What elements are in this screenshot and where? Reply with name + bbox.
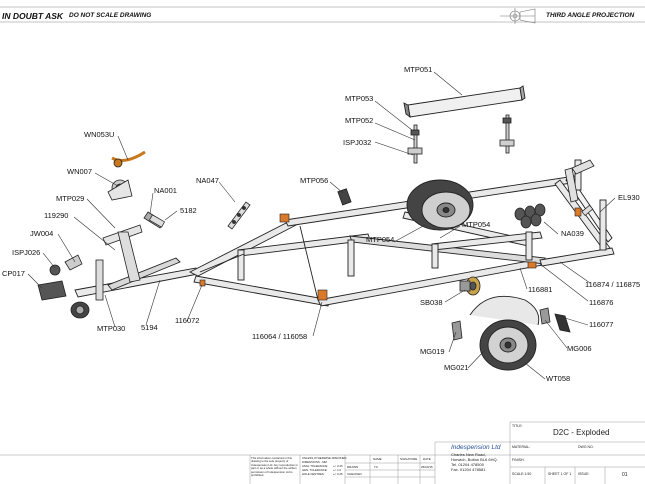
label-ispj026: ISPJ026 [12,248,41,257]
tolerance-line: HOLE CENTRES: [302,472,325,476]
tolerance-values: +/- 0.25 +/- 1.0 +/- 0.25 [333,464,343,476]
marker-lights [199,207,582,301]
side-marker-bar [227,201,251,230]
label-mtp054-b: MTP054 [462,220,491,229]
tolerance-value: +/- 1.0 [333,468,342,472]
label-el930: EL930 [618,193,640,202]
label-na039: NA039 [561,229,584,238]
small-fixings [148,204,594,228]
date-caption: DATE [423,457,431,461]
tolerance-line: GEN. TOLERANCE: [302,468,328,472]
finish-caption: FINISH: [512,458,525,462]
roller-bar [403,85,526,119]
projection-symbol [500,8,536,24]
tolerance-line: UNLESS OTHERWISE SPECIFIED: [302,456,348,460]
label-sb038: SB038 [420,298,443,307]
label-mtp030: MTP030 [97,324,126,333]
label-5182: 5182 [180,206,197,215]
lamp-bracket [337,188,352,206]
label-116874-116875: 116874 / 116875 [585,280,641,289]
label-mtp029: MTP029 [56,194,85,203]
mudguard-fittings [451,307,571,341]
rear-light-cluster [514,203,546,229]
drawn-caption: DRAWN [347,465,359,469]
issue-value: 01 [622,472,628,478]
roller-brackets [407,114,515,164]
no-scale-label: DO NOT SCALE DRAWING [69,12,152,19]
hub [459,276,481,296]
trailer-chassis [74,159,615,307]
label-mtp051: MTP051 [404,65,433,74]
drawn-by: TC [374,465,378,469]
label-mg021: MG021 [444,363,469,372]
company-fax: Fax. 01204 478581 [451,467,486,472]
label-na001: NA001 [154,186,177,195]
signature-caption: SIGNATURE [400,457,418,461]
title-block-frame [0,421,645,484]
label-wt058: WT058 [546,374,571,383]
projection-label: THIRD ANGLE PROJECTION [546,12,635,19]
label-mg019: MG019 [420,347,445,356]
drawn-date: 25/03/15 [421,465,433,469]
label-116077: 116077 [589,320,614,329]
label-mtp054-a: MTP054 [366,235,395,244]
tolerance-line: ANGL TOLERANCE: [302,464,329,468]
leader-lines [27,71,616,380]
drawing-title: D2C - Exploded [553,428,610,437]
label-mtp056: MTP056 [300,176,329,185]
label-5194: 5194 [141,323,158,332]
label-116072: 116072 [175,316,200,325]
tolerance-line: DIMENSIONS - MM [302,460,327,464]
label-119290: 119290 [44,211,69,220]
jockey-wheel [37,254,104,319]
issue-caption: ISSUE: [578,472,590,476]
label-jw004: JW004 [30,229,54,238]
label-wn007: WN007 [67,167,93,176]
lower-wheel [469,295,540,371]
upper-wheel [406,179,474,231]
label-mtp053: MTP053 [345,94,374,103]
company-address-1: Charles New Road, [451,452,486,457]
checked-caption: CHECKED [347,472,362,476]
company-name: Indespension Ltd [451,444,501,451]
sheet-value: SHEET 1 OF 1 [548,472,572,476]
dwg-no-caption: DWG NO. [578,445,594,449]
tolerance-value: +/- 0.25 [333,464,343,468]
label-mtp052: MTP052 [345,116,374,125]
label-116876: 116876 [589,298,614,307]
material-caption: MATERIAL: [512,445,531,449]
winch-assembly [102,150,165,283]
label-116881: 116881 [528,285,553,294]
company-address-2: Horwich, Bolton BL6 6HQ. [451,457,498,462]
company-tel: Tel. 01204 478500 [451,462,484,467]
in-doubt-ask-label: IN DOUBT ASK [2,11,64,21]
tolerance-block: UNLESS OTHERWISE SPECIFIED: DIMENSIONS -… [302,456,347,476]
label-na047: NA047 [196,176,219,185]
rear-post [564,159,595,203]
title-caption: TITLE: [512,424,523,428]
label-mg006: MG006 [567,344,592,353]
label-116064-116058: 116064 / 116058 [252,332,308,341]
name-caption: NAME [373,457,382,461]
copyright-notes: This information contained in this drawi… [251,456,298,478]
label-cp017: CP017 [2,269,25,278]
tolerance-value: +/- 0.25 [333,472,343,476]
scale-value: SCALE:1:50 [512,472,532,476]
label-ispj032: ISPJ032 [343,138,372,147]
label-wn053u: WN053U [84,130,115,139]
